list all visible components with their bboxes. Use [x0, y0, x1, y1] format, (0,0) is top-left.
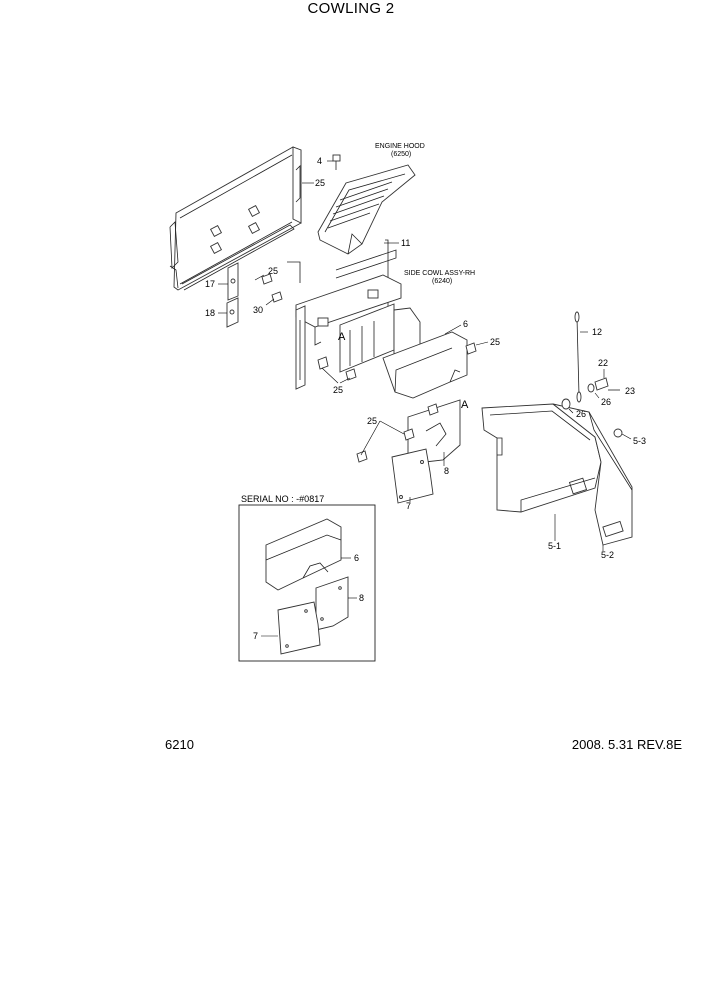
- side-cowl-code: (6240): [432, 278, 452, 285]
- view-mark-a: A: [461, 399, 469, 411]
- engine-hood: [317, 164, 416, 255]
- callout-5-1: 5-1: [548, 541, 561, 551]
- stay-rod-12: [574, 311, 582, 403]
- view-mark-a: A: [338, 331, 346, 343]
- engine-hood-code: (6250): [391, 151, 411, 158]
- callout-25: 25: [333, 385, 343, 395]
- bolt-5-3: [613, 428, 623, 438]
- callouts: 4 25 11 25 17 30 18 6 25 25 25 12 22 23 …: [205, 156, 646, 560]
- revision-date: 2008. 5.31 REV.8E: [571, 737, 682, 752]
- page-title: COWLING 2: [307, 0, 395, 17]
- inset-plate-7: [277, 601, 321, 655]
- callout-25: 25: [490, 337, 500, 347]
- bracket-17: [227, 262, 239, 301]
- callout-18: 18: [205, 308, 215, 318]
- bolts-25: [261, 273, 477, 463]
- plate-7: [391, 448, 434, 504]
- serial-no-label: SERIAL NO : -#0817: [241, 494, 324, 504]
- callout-30: 30: [253, 305, 263, 315]
- callout-7: 7: [253, 631, 258, 641]
- callout-23: 23: [625, 386, 635, 396]
- callout-25: 25: [315, 178, 325, 188]
- callout-26: 26: [601, 397, 611, 407]
- callout-5-3: 5-3: [633, 436, 646, 446]
- callout-26: 26: [576, 409, 586, 419]
- bracket-18: [226, 297, 239, 328]
- inset-plate-6: [265, 518, 342, 591]
- washer-26: [561, 383, 595, 410]
- callout-6: 6: [354, 553, 359, 563]
- callout-8: 8: [359, 593, 364, 603]
- callout-8: 8: [444, 466, 449, 476]
- page-number: 6210: [165, 737, 194, 752]
- callout-5-2: 5-2: [601, 550, 614, 560]
- callout-25: 25: [268, 266, 278, 276]
- serial-inset: SERIAL NO : -#0817 6 8 7: [238, 494, 376, 662]
- engine-hood-label: ENGINE HOOD: [375, 143, 425, 150]
- callout-4: 4: [317, 156, 322, 166]
- left-cowl-panel: [169, 146, 302, 291]
- leader-lines: [218, 160, 632, 551]
- callout-7: 7: [406, 501, 411, 511]
- bolt-4: [332, 154, 341, 170]
- side-cowl-label: SIDE COWL ASSY-RH: [404, 270, 475, 277]
- callout-17: 17: [205, 279, 215, 289]
- plate-6: [382, 331, 468, 399]
- callout-25: 25: [367, 416, 377, 426]
- callout-12: 12: [592, 327, 602, 337]
- pin-22: [594, 377, 609, 391]
- callout-11: 11: [401, 238, 410, 248]
- side-cowl-5-2: [552, 403, 633, 546]
- callout-6: 6: [463, 319, 468, 329]
- callout-22: 22: [598, 358, 608, 368]
